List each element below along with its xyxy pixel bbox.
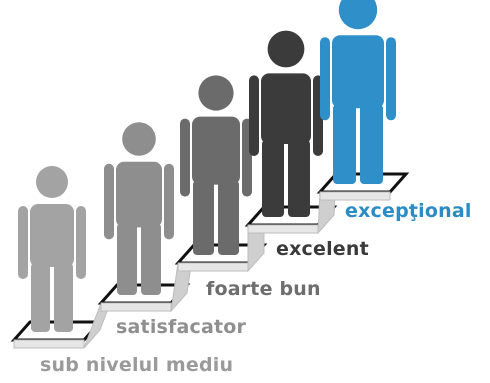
person-figure-satisfacator bbox=[104, 122, 174, 295]
step-front-sub-nivelul-mediu bbox=[14, 340, 84, 348]
head-excelent bbox=[268, 31, 305, 68]
left-arm-excelent bbox=[249, 75, 259, 156]
step-front-exceptional bbox=[320, 192, 390, 200]
torso-foarte-bun bbox=[192, 117, 240, 185]
person-figure-sub-nivelul-mediu bbox=[18, 166, 86, 332]
right-arm-sub-nivelul-mediu bbox=[76, 206, 86, 279]
right-leg-excelent bbox=[288, 140, 310, 217]
right-arm-exceptional bbox=[386, 37, 396, 120]
left-leg-excelent bbox=[262, 140, 284, 217]
right-arm-satisfacator bbox=[164, 164, 174, 240]
level-label-sub-nivelul-mediu: sub nivelul mediu bbox=[40, 354, 233, 376]
level-label-satisfacator: satisfacator bbox=[116, 316, 246, 338]
right-leg-sub-nivelul-mediu bbox=[54, 263, 73, 332]
torso-excelent bbox=[261, 73, 311, 144]
step-front-foarte-bun bbox=[178, 263, 248, 271]
person-figure-foarte-bun bbox=[180, 75, 252, 255]
left-leg-satisfacator bbox=[117, 223, 137, 295]
head-exceptional bbox=[339, 0, 377, 29]
level-label-excelent: excelent bbox=[276, 238, 369, 260]
level-label-exceptional: excepţional bbox=[345, 200, 472, 222]
right-leg-exceptional bbox=[360, 104, 383, 184]
torso-exceptional bbox=[332, 35, 384, 108]
torso-sub-nivelul-mediu bbox=[30, 204, 74, 267]
head-sub-nivelul-mediu bbox=[36, 166, 68, 198]
level-label-foarte-bun: foarte bun bbox=[206, 278, 321, 300]
head-satisfacator bbox=[122, 122, 156, 156]
step-front-excelent bbox=[248, 225, 318, 233]
person-figure-excelent bbox=[249, 31, 323, 217]
head-foarte-bun bbox=[198, 75, 233, 110]
torso-satisfacator bbox=[116, 162, 162, 228]
left-arm-foarte-bun bbox=[180, 119, 190, 197]
left-arm-satisfacator bbox=[104, 164, 114, 240]
left-leg-sub-nivelul-mediu bbox=[31, 263, 50, 332]
left-leg-foarte-bun bbox=[193, 181, 214, 255]
right-leg-foarte-bun bbox=[218, 181, 239, 255]
step-front-satisfacator bbox=[101, 303, 171, 311]
left-leg-exceptional bbox=[333, 104, 356, 184]
right-leg-satisfacator bbox=[141, 223, 161, 295]
person-figure-exceptional bbox=[320, 0, 396, 184]
left-arm-exceptional bbox=[320, 37, 330, 120]
left-arm-sub-nivelul-mediu bbox=[18, 206, 28, 279]
